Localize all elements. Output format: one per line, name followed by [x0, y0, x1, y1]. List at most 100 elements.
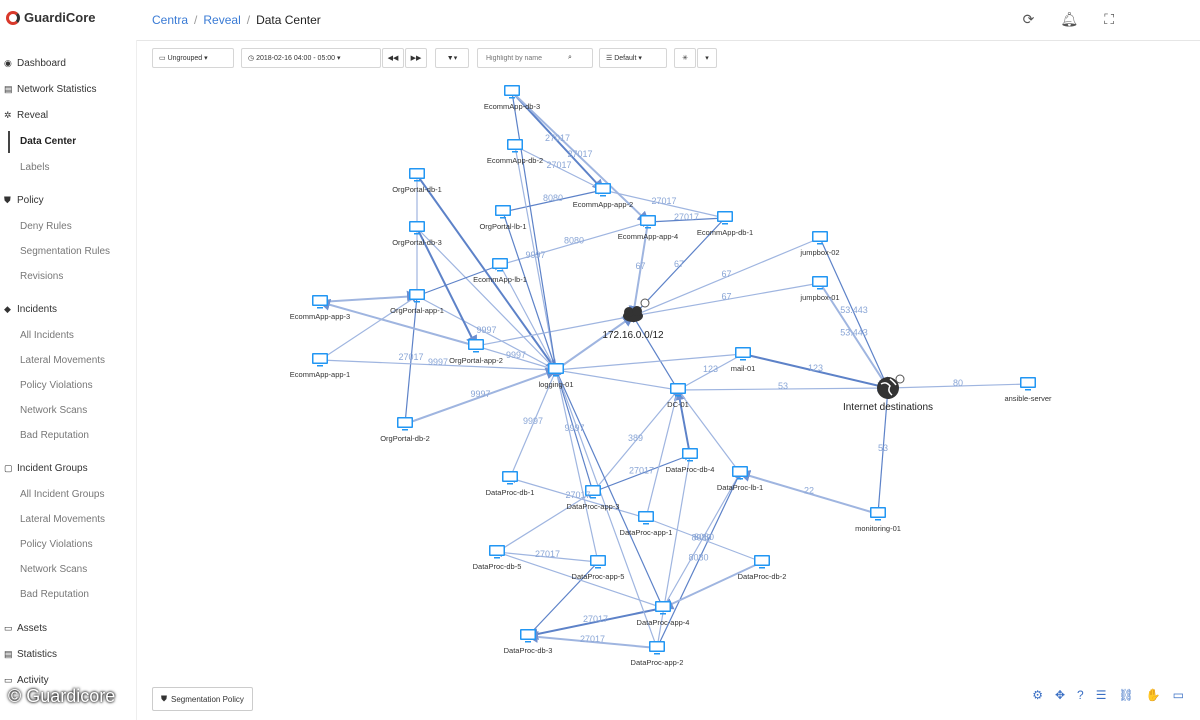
edge[interactable]: [475, 313, 635, 347]
breadcrumb-centra[interactable]: Centra: [152, 13, 189, 27]
node-jumpbox-02[interactable]: jumpbox-02: [799, 231, 840, 257]
edge[interactable]: [645, 388, 681, 519]
sidebar-item-activity[interactable]: ▭Activity: [0, 675, 140, 686]
sidebar-item-revisions[interactable]: Revisions: [20, 271, 64, 282]
next-button[interactable]: ▶▶: [405, 48, 427, 68]
node-mail-01[interactable]: mail-01: [731, 347, 756, 373]
move-icon[interactable]: ✥: [1054, 688, 1066, 702]
edge[interactable]: [592, 453, 692, 493]
node-subnet[interactable]: 172.16.0.0/12: [602, 298, 664, 341]
collapse-icon[interactable]: ▭: [1172, 688, 1184, 702]
sidebar-item-policy-violations-2[interactable]: Policy Violations: [20, 539, 93, 550]
node-dc-01[interactable]: DC-01: [667, 383, 689, 409]
edge[interactable]: [319, 359, 558, 374]
sidebar-item-all-incident-groups[interactable]: All Incident Groups: [20, 489, 105, 500]
node-ecommapp-app-3[interactable]: EcommApp-app-3: [290, 295, 350, 321]
node-dataproc-db-1[interactable]: DataProc-db-1: [486, 471, 535, 497]
edge[interactable]: [495, 549, 599, 563]
sidebar-item-incidents[interactable]: ◆Incidents: [0, 304, 140, 315]
node-dataproc-db-4[interactable]: DataProc-db-4: [666, 448, 715, 474]
edge[interactable]: [886, 383, 1029, 392]
edge[interactable]: [877, 386, 892, 515]
breadcrumb-reveal[interactable]: Reveal: [203, 13, 241, 27]
sidebar-item-policy[interactable]: ⛊Policy: [0, 195, 140, 206]
edge[interactable]: [509, 368, 557, 479]
node-dataproc-app-3[interactable]: DataProc-app-3: [567, 485, 620, 511]
hand-icon[interactable]: ✋: [1145, 688, 1161, 702]
sidebar-item-lateral-movements-2[interactable]: Lateral Movements: [20, 514, 106, 525]
edge[interactable]: [319, 290, 419, 303]
sidebar-item-dashboard[interactable]: ◉Dashboard: [0, 58, 140, 69]
edge[interactable]: [508, 476, 647, 519]
edge[interactable]: [662, 472, 741, 610]
node-dataproc-db-5[interactable]: DataProc-db-5: [473, 545, 522, 571]
edge[interactable]: [526, 630, 658, 649]
edge[interactable]: [592, 389, 679, 493]
edge[interactable]: [499, 220, 650, 266]
edge[interactable]: [416, 174, 558, 372]
edge[interactable]: [661, 561, 763, 610]
node-ecommapp-app-2[interactable]: EcommApp-app-2: [573, 183, 633, 209]
sidebar-item-incident-groups[interactable]: ▢Incident Groups: [0, 463, 140, 474]
previous-button[interactable]: ◀◀: [382, 48, 404, 68]
node-dataproc-db-2[interactable]: DataProc-db-2: [738, 555, 787, 581]
edge[interactable]: [654, 454, 691, 650]
node-ecommapp-db-1[interactable]: EcommApp-db-1: [697, 211, 753, 237]
bell-icon[interactable]: 🔔︎: [1060, 11, 1079, 27]
edge[interactable]: [677, 384, 890, 392]
edge[interactable]: [475, 345, 558, 372]
time-range-dropdown[interactable]: ◷ 2018-02-16 04:00 - 05:00 ▾: [241, 48, 381, 68]
sidebar-item-network-statistics[interactable]: ▤Network Statistics: [0, 84, 140, 95]
edge[interactable]: [318, 298, 477, 347]
edge[interactable]: [819, 237, 889, 390]
edge[interactable]: [502, 211, 558, 372]
edge[interactable]: [602, 189, 727, 221]
edge[interactable]: [555, 350, 745, 371]
more-options-button[interactable]: ▾: [697, 48, 717, 68]
edge[interactable]: [677, 389, 741, 474]
refresh-icon[interactable]: ⟳: [1022, 11, 1035, 27]
edge[interactable]: [555, 369, 680, 393]
node-dataproc-app-5[interactable]: DataProc-app-5: [572, 555, 625, 581]
fullscreen-icon[interactable]: ⛶: [1104, 11, 1114, 27]
node-jumpbox-01[interactable]: jumpbox-01: [799, 276, 840, 302]
edge[interactable]: [404, 367, 558, 425]
node-dataproc-app-2[interactable]: DataProc-app-2: [631, 641, 684, 667]
node-ecommapp-app-4[interactable]: EcommApp-app-4: [618, 215, 678, 241]
segmentation-policy-button[interactable]: ⛊ Segmentation Policy: [152, 687, 253, 711]
edge[interactable]: [673, 388, 691, 456]
node-ecommapp-app-1[interactable]: EcommApp-app-1: [290, 353, 350, 379]
node-logging-01[interactable]: logging-01: [538, 363, 574, 389]
sidebar-item-lateral-movements[interactable]: Lateral Movements: [20, 355, 106, 366]
graph-options-button[interactable]: ✳: [674, 48, 696, 68]
node-dataproc-app-1[interactable]: DataProc-app-1: [620, 511, 673, 537]
edge[interactable]: [502, 187, 605, 213]
edge[interactable]: [631, 237, 821, 318]
filter-button[interactable]: ▼▾: [435, 48, 469, 68]
edge[interactable]: [511, 91, 650, 224]
edge[interactable]: [496, 491, 595, 553]
sidebar-item-bad-reputation-2[interactable]: Bad Reputation: [20, 589, 89, 600]
node-internet[interactable]: Internet destinations: [843, 374, 933, 413]
node-orgportal-lb-1[interactable]: OrgPortal-lb-1: [479, 205, 527, 231]
edge[interactable]: [645, 517, 764, 564]
node-orgportal-db-3[interactable]: OrgPortal-db-3: [392, 221, 442, 247]
layout-dropdown[interactable]: ☰ Default ▾: [599, 48, 667, 68]
node-orgportal-db-1[interactable]: OrgPortal-db-1: [392, 168, 442, 194]
network-graph[interactable]: EcommApp-db-3EcommApp-db-2EcommApp-app-2…: [140, 70, 1200, 680]
edge[interactable]: [632, 217, 726, 317]
logo[interactable]: GuardiCore: [6, 10, 96, 25]
edge[interactable]: [554, 368, 658, 649]
edge[interactable]: [511, 91, 559, 372]
edge[interactable]: [631, 282, 821, 319]
node-ansible-server[interactable]: ansible-server: [1004, 377, 1052, 403]
sidebar-item-policy-violations[interactable]: Policy Violations: [20, 380, 93, 391]
sidebar-item-assets[interactable]: ▭Assets: [0, 623, 140, 634]
node-orgportal-db-2[interactable]: OrgPortal-db-2: [380, 417, 430, 443]
search-box[interactable]: ⌕: [477, 48, 593, 68]
sidebar-item-reveal[interactable]: ✲Reveal: [0, 110, 140, 121]
sidebar-item-network-scans-2[interactable]: Network Scans: [20, 564, 88, 575]
edge[interactable]: [656, 471, 741, 649]
edge[interactable]: [401, 295, 418, 426]
edge[interactable]: [514, 145, 605, 191]
